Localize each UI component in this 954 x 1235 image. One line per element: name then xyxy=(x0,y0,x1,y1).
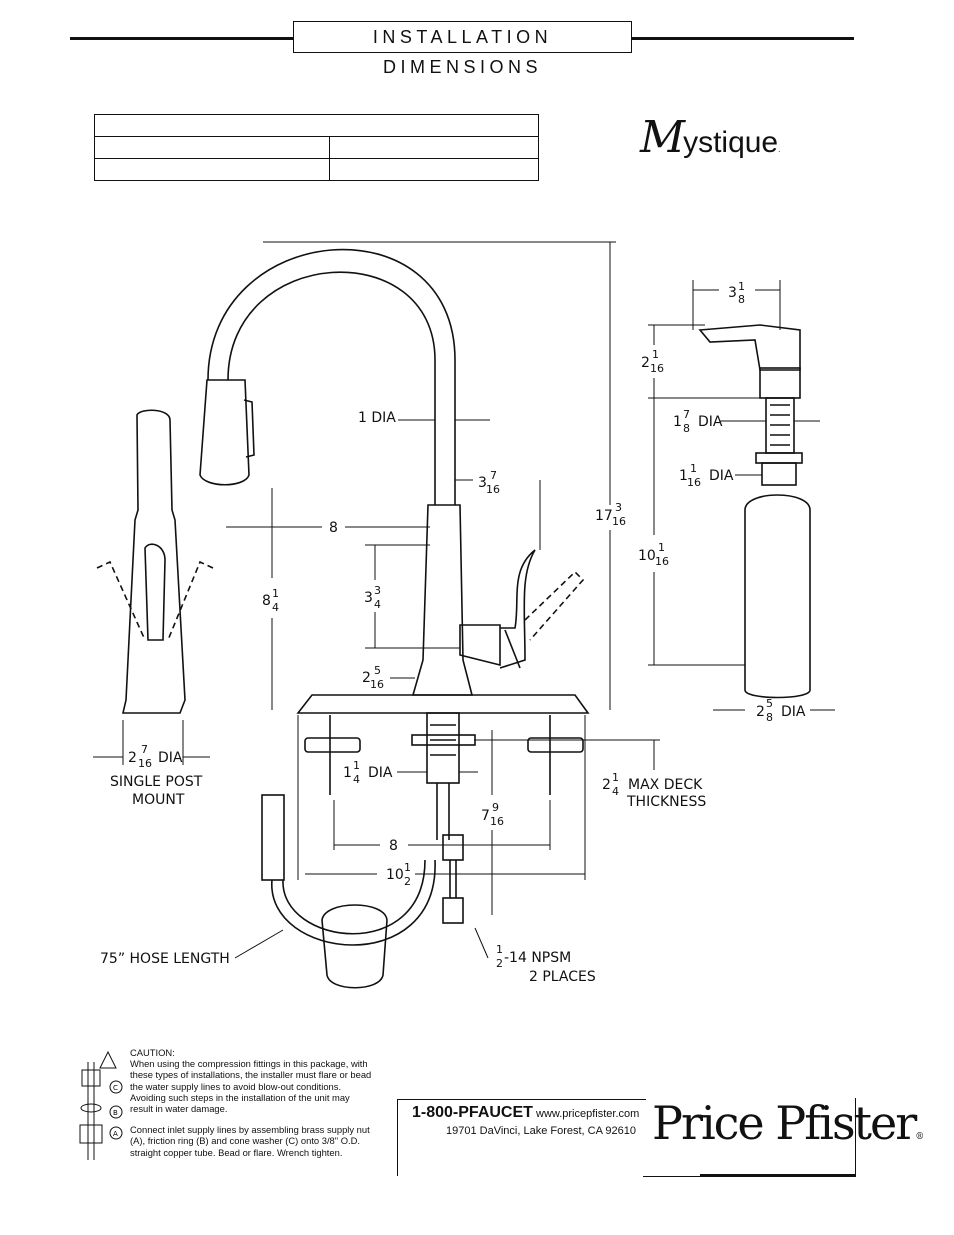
dim-pump-neck-num: 7 xyxy=(683,408,690,421)
caution-notice: CAUTION: When using the compression fitt… xyxy=(130,1047,375,1158)
dim-shank-length-whole: 7 xyxy=(481,808,490,824)
dim-pump-height-whole: 2 xyxy=(641,355,650,371)
dim-pump-thread-den: 16 xyxy=(687,476,701,489)
dim-bottle-dia-whole: 2 xyxy=(756,704,765,720)
dim-spray-offset-whole: 3 xyxy=(478,475,487,491)
dim-pump-neck-whole: 1 xyxy=(673,414,682,430)
label-hose-length: 75” HOSE LENGTH xyxy=(100,951,230,967)
marker-a: A xyxy=(113,1130,118,1138)
dim-spout-height-whole: 8 xyxy=(262,593,271,609)
page-title: INSTALLATION DIMENSIONS xyxy=(293,21,632,77)
dim-npsm-suffix: -14 NPSM xyxy=(504,950,571,966)
dim-base-height-den: 16 xyxy=(370,678,384,691)
dim-bottle-height-whole: 10 xyxy=(638,548,656,564)
dim-post-dia-whole: 2 xyxy=(128,750,137,766)
label-mount: MOUNT xyxy=(132,792,185,808)
website: www.pricepfister.com xyxy=(536,1108,640,1120)
dim-plate-width-den: 2 xyxy=(404,875,411,888)
dim-center-spacing: 8 xyxy=(389,838,398,854)
phone-number: 1-800-PFAUCET xyxy=(412,1104,533,1121)
dim-overall-height-whole: 17 xyxy=(595,508,613,524)
dim-pump-neck-den: 8 xyxy=(683,422,690,435)
spec-table xyxy=(94,114,539,181)
dim-shank-dia-whole: 1 xyxy=(343,765,352,781)
marker-b: B xyxy=(113,1109,118,1117)
dim-npsm-den: 2 xyxy=(496,957,503,970)
dim-base-height-num: 5 xyxy=(374,664,381,677)
label-single-post: SINGLE POST xyxy=(110,774,203,790)
dim-pump-thread-suffix: DIA xyxy=(709,468,734,484)
dim-deck-suffix: MAX DECK xyxy=(628,777,703,793)
address: 19701 DaVinci, Lake Forest, CA 92610 xyxy=(446,1125,636,1137)
caution-paragraph-1: When using the compression fittings in t… xyxy=(130,1058,372,1115)
price-pfister-logo: Price Pfister® xyxy=(652,1096,925,1150)
dim-spray-offset-num: 7 xyxy=(490,469,497,482)
dim-deck-line2: THICKNESS xyxy=(626,794,706,810)
dim-shank-dia-suffix: DIA xyxy=(368,765,393,781)
marker-c: C xyxy=(113,1084,118,1092)
dim-bottle-dia-suffix: DIA xyxy=(781,704,806,720)
caution-title: CAUTION: xyxy=(130,1047,175,1058)
dim-handle-height-whole: 3 xyxy=(364,590,373,606)
dim-base-height-whole: 2 xyxy=(362,670,371,686)
dim-plate-width-whole: 10 xyxy=(386,867,404,883)
dim-pump-height-den: 16 xyxy=(650,362,664,375)
dim-post-dia-num: 7 xyxy=(141,743,148,756)
dim-spout-height-den: 4 xyxy=(272,601,279,614)
dim-overall-height-num: 3 xyxy=(615,501,622,514)
dim-bottle-dia-num: 5 xyxy=(766,697,773,710)
dim-npsm-num: 1 xyxy=(496,943,503,956)
dim-pump-height-num: 1 xyxy=(652,348,659,361)
dim-pump-neck-suffix: DIA xyxy=(698,414,723,430)
header-rule-left xyxy=(70,37,293,40)
dim-pump-thread-num: 1 xyxy=(690,462,697,475)
dim-spout-width-den: 8 xyxy=(738,293,745,306)
header-rule-right xyxy=(632,37,854,40)
dim-npsm-line2: 2 PLACES xyxy=(529,969,596,985)
dim-bottle-height-den: 16 xyxy=(655,555,669,568)
dim-handle-height-num: 3 xyxy=(374,584,381,597)
spec-cell xyxy=(329,158,539,181)
dim-spout-width-whole: 3 xyxy=(728,285,737,301)
dim-spout-height-num: 1 xyxy=(272,587,279,600)
caution-paragraph-2: Connect inlet supply lines by assembling… xyxy=(130,1124,370,1158)
contact-block: 1-800-PFAUCET www.pricepfister.com 19701… xyxy=(397,1099,646,1176)
dim-plate-width-num: 1 xyxy=(404,861,411,874)
dim-overall-height-den: 16 xyxy=(612,515,626,528)
dim-shank-length-num: 9 xyxy=(492,801,499,814)
dim-handle-height-den: 4 xyxy=(374,598,381,611)
dim-shank-dia-num: 1 xyxy=(353,759,360,772)
dim-bottle-height-num: 1 xyxy=(658,541,665,554)
dim-spout-dia: 1 DIA xyxy=(358,410,396,426)
dim-shank-dia-den: 4 xyxy=(353,773,360,786)
dim-shank-length-den: 16 xyxy=(490,815,504,828)
dim-deck-num: 1 xyxy=(612,771,619,784)
price-pfister-frame xyxy=(643,1098,856,1177)
dim-spout-width-num: 1 xyxy=(738,280,745,293)
dim-spray-offset-den: 16 xyxy=(486,483,500,496)
dim-deck-den: 4 xyxy=(612,785,619,798)
dim-reach: 8 xyxy=(329,520,338,536)
dim-post-dia-den: 16 xyxy=(138,757,152,770)
dim-post-dia-suffix: DIA xyxy=(158,750,183,766)
dim-pump-thread-whole: 1 xyxy=(679,468,688,484)
mystique-logo: Mystique. xyxy=(640,112,781,163)
dim-deck-whole: 2 xyxy=(602,777,611,793)
dim-bottle-dia-den: 8 xyxy=(766,711,773,724)
